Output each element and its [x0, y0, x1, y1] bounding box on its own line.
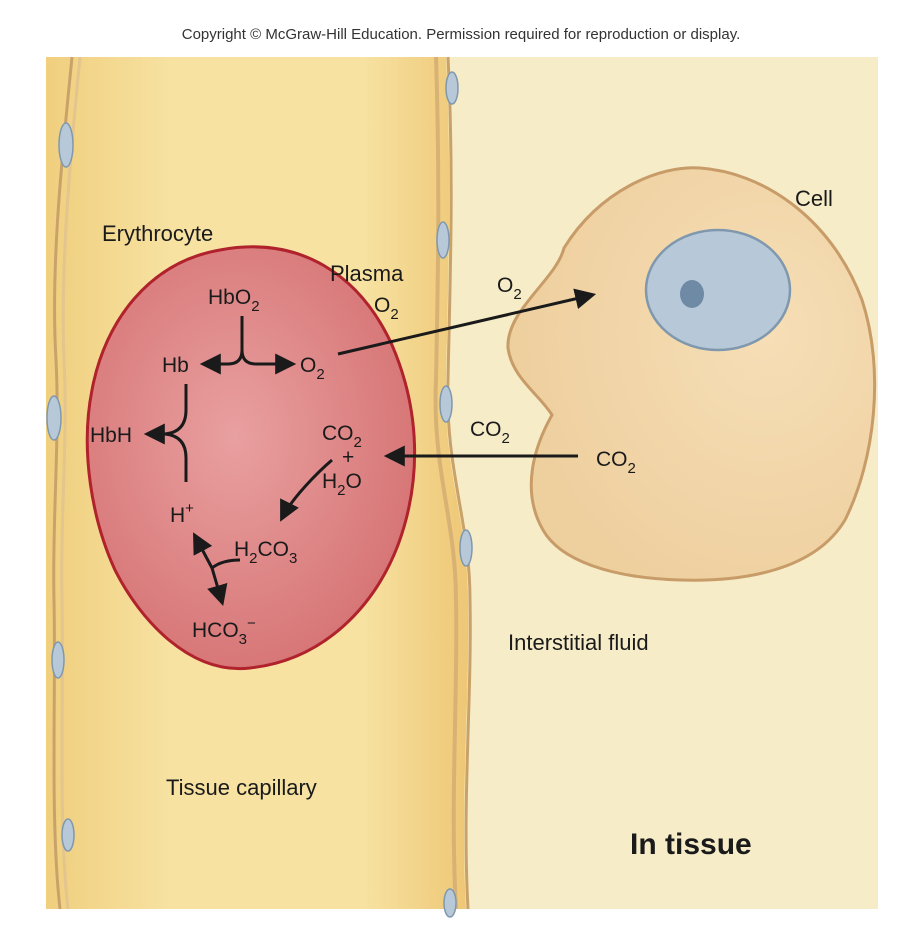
chem-hbh: HbH [90, 424, 132, 447]
capillary-right-wall [433, 56, 473, 918]
capillary-left-wall [46, 56, 82, 910]
chem-plasma-o2: O2 [374, 294, 399, 323]
chem-h2o: H2O [322, 470, 362, 499]
label-plasma: Plasma [330, 261, 404, 286]
chem-fluid-co2: CO2 [470, 418, 510, 447]
chem-hbo2: HbO2 [208, 286, 260, 315]
chem-cell-co2: CO2 [596, 448, 636, 477]
label-in-tissue: In tissue [630, 828, 752, 861]
label-tissue-capillary: Tissue capillary [166, 775, 317, 800]
chem-hb: Hb [162, 354, 189, 377]
chem-hco3: HCO3− [192, 615, 256, 648]
chem-h-ion: H+ [170, 500, 194, 527]
o2-diffusion-arrow [337, 288, 597, 356]
cell-nucleolus [680, 280, 704, 308]
label-interstitial-fluid: Interstitial fluid [508, 630, 649, 655]
chem-rbc-o2: O2 [300, 354, 325, 383]
chem-arrow-o2: O2 [497, 274, 522, 303]
chem-h2co3: H2CO3 [234, 538, 297, 567]
cell-nucleus [644, 228, 792, 352]
chem-plus: + [342, 446, 354, 469]
chem-rbc-co2: CO2 [322, 422, 362, 451]
copyright-notice: Copyright © McGraw-Hill Education. Permi… [181, 26, 741, 43]
label-cell: Cell [795, 186, 833, 211]
reaction-arrows [143, 316, 333, 607]
label-erythrocyte: Erythrocyte [102, 221, 213, 246]
